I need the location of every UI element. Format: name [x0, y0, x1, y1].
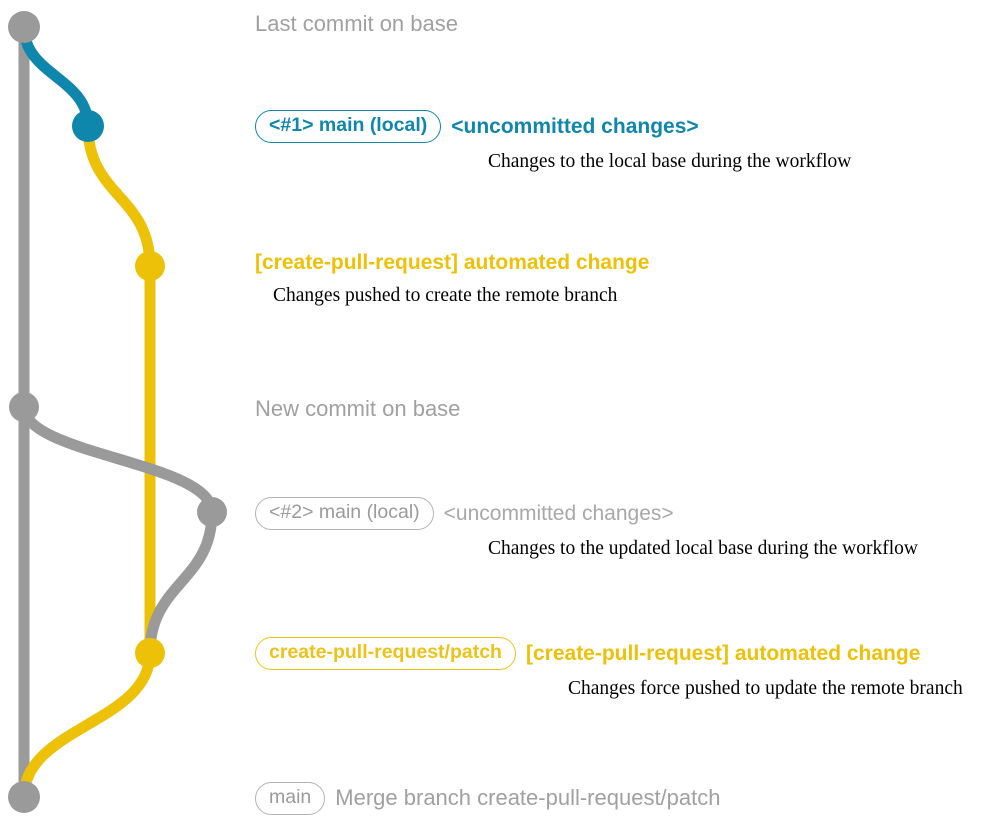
branch-badge-main-local-2[interactable]: <#2> main (local)	[255, 497, 434, 530]
commit-note: Changes force pushed to update the remot…	[568, 677, 963, 699]
commit-note-text: Changes to the updated local base during…	[488, 537, 918, 559]
row-remote-create: [create-pull-request] automated change C…	[255, 252, 649, 306]
row-head: <#1> main (local) <uncommitted changes>	[255, 110, 851, 143]
commit-subject: Last commit on base	[255, 11, 458, 36]
row-remote-patch: create-pull-request/patch [create-pull-r…	[255, 637, 963, 698]
commit-node-base-new[interactable]	[9, 392, 39, 422]
commit-subject: <uncommitted changes>	[451, 114, 699, 138]
commit-subject: [create-pull-request] automated change	[525, 641, 921, 665]
local-to-remote-curve	[144, 506, 218, 659]
commit-node-local-1[interactable]	[72, 110, 104, 142]
local-branch-line-2	[18, 401, 218, 518]
row-head: [create-pull-request] automated change	[255, 252, 649, 273]
commit-subject: New commit on base	[255, 396, 461, 421]
commit-note: Changes pushed to create the remote bran…	[273, 286, 649, 306]
commit-note: Changes to the updated local base during…	[488, 537, 918, 559]
commit-note-text: Changes force pushed to update the remot…	[568, 677, 963, 699]
local-branch-line-1	[18, 21, 94, 132]
row-head: create-pull-request/patch [create-pull-r…	[255, 637, 963, 670]
commit-note: Changes to the local base during the wor…	[488, 150, 852, 172]
row-head: Last commit on base	[255, 13, 458, 35]
commit-node-base-head[interactable]	[8, 11, 40, 43]
commit-node-remote-2[interactable]	[135, 638, 165, 668]
remote-branch-curve-1	[82, 120, 156, 272]
row-new-commit-on-base: New commit on base	[255, 398, 460, 420]
row-head: New commit on base	[255, 398, 460, 420]
commit-subject: [create-pull-request] automated change	[255, 251, 650, 274]
commit-node-remote-1[interactable]	[135, 251, 165, 281]
branch-badge-main-local-1[interactable]: <#1> main (local)	[255, 110, 442, 143]
commit-note-text: Changes to the local base during the wor…	[488, 150, 852, 172]
row-local-1: <#1> main (local) <uncommitted changes> …	[255, 110, 851, 171]
branch-badge-main[interactable]: main	[255, 782, 326, 815]
commit-subject: <uncommitted changes>	[443, 501, 674, 525]
commit-node-local-2[interactable]	[197, 497, 227, 527]
row-merge: main Merge branch create-pull-request/pa…	[255, 782, 721, 815]
merge-curve	[18, 647, 156, 803]
commit-node-merge[interactable]	[8, 781, 40, 813]
row-head: main Merge branch create-pull-request/pa…	[255, 782, 721, 815]
row-last-commit-on-base: Last commit on base	[255, 13, 458, 35]
commit-graph	[8, 11, 227, 813]
commit-note-text: Changes pushed to create the remote bran…	[273, 285, 618, 306]
commit-subject: Merge branch create-pull-request/patch	[335, 785, 721, 811]
row-local-2: <#2> main (local) <uncommitted changes> …	[255, 497, 918, 558]
row-head: <#2> main (local) <uncommitted changes>	[255, 497, 918, 530]
branch-badge-create-pull-request-patch[interactable]: create-pull-request/patch	[255, 637, 516, 670]
